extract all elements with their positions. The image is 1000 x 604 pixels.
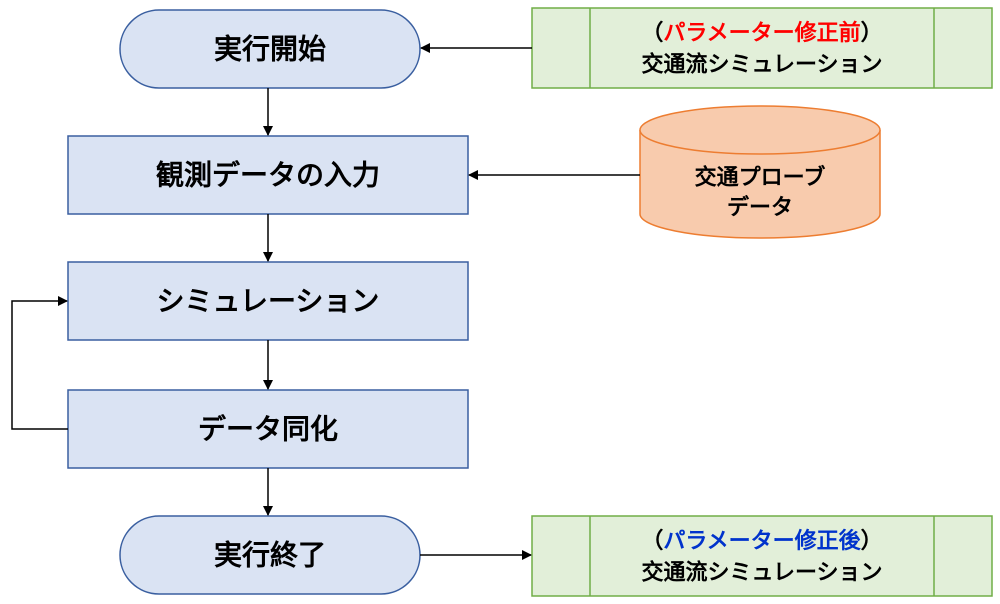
end-node[interactable]: 実行終了 (119, 515, 421, 595)
input-node-label: 観測データの入力 (156, 159, 380, 192)
probe-data-cylinder[interactable]: 交通プローブ データ (639, 105, 881, 239)
probe-data-label-line1: 交通プローブ (695, 165, 826, 191)
pre-correction-model-name: 交通流シミュレーション (641, 52, 882, 78)
feedback-loop-arrow (11, 296, 68, 430)
simulation-node[interactable]: シミュレーション (67, 261, 469, 341)
start-node-label: 実行開始 (214, 33, 326, 66)
pre-correction-tag: （パラメーター修正前） (641, 20, 882, 46)
simulation-node-label: シミュレーション (157, 285, 380, 318)
post-correction-model-box[interactable]: （パラメーター修正後） 交通流シミュレーション (531, 515, 993, 597)
end-node-label: 実行終了 (214, 539, 326, 572)
post-correction-tag: （パラメーター修正後） (641, 528, 882, 554)
assimilation-node-label: データ同化 (198, 413, 338, 446)
input-node[interactable]: 観測データの入力 (67, 135, 469, 215)
probe-data-label-line2: データ (727, 195, 793, 221)
pre-correction-model-box[interactable]: （パラメーター修正前） 交通流シミュレーション (531, 7, 993, 89)
post-correction-model-name: 交通流シミュレーション (641, 560, 882, 586)
assimilation-node[interactable]: データ同化 (67, 389, 469, 469)
start-node[interactable]: 実行開始 (119, 9, 421, 89)
